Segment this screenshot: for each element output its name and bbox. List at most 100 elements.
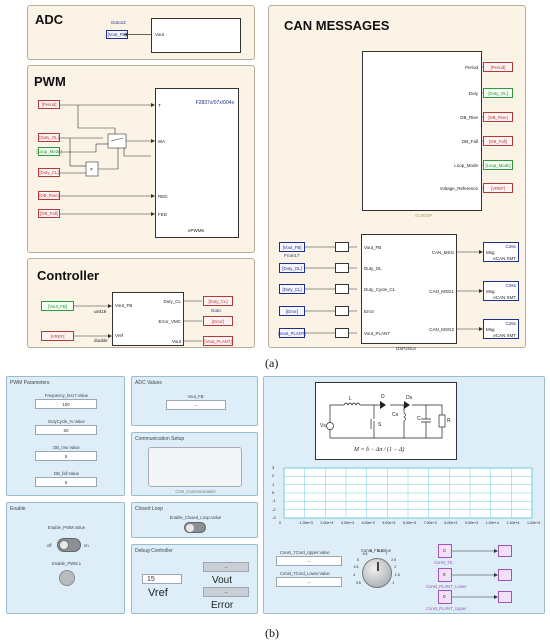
freq-field[interactable]: 100 (35, 399, 97, 409)
can-goto-period[interactable]: [Period] (483, 62, 513, 72)
pwm-from-duty-cl[interactable]: [Duty_CL] (38, 168, 60, 177)
plot-x-tick: 2.00e+3 (320, 521, 334, 525)
pwm-from-period[interactable]: [Period] (38, 100, 60, 109)
controller-out-error: Error_VMC (158, 319, 181, 324)
knob-dial[interactable] (362, 558, 392, 588)
goto-block-3[interactable] (498, 591, 512, 603)
dsp-gui-in-duty-cl: Duty_Cycle_CL (364, 287, 396, 292)
ecan-xmt-2-in: Msg (486, 289, 495, 294)
ecan-xmt-1[interactable]: C28x Msg eCAN XMT (483, 242, 519, 262)
ecan-xmt-1-in: Msg (486, 250, 495, 255)
controller-goto-error[interactable]: [Error] (203, 316, 233, 326)
can-goto-vref[interactable]: [VREF] (483, 183, 513, 193)
const-plant-lower-label: Const_PLANT_Lower (426, 584, 467, 589)
dtc-block-3[interactable] (335, 284, 349, 294)
closed-loop-toggle[interactable] (184, 522, 206, 533)
lower-field[interactable]: -- (276, 577, 342, 587)
const-plant-lower-block[interactable]: 0 (438, 568, 452, 582)
knob-tick: 3.5 (355, 580, 361, 585)
db-fall-label: DB_fall.Value (53, 471, 80, 476)
pwm-from-db-fall[interactable]: [DB_Fall] (38, 209, 60, 218)
can-from-duty-ol[interactable]: [Duty_OL] (279, 263, 305, 273)
duty-label: DutyCycle_%.Value (48, 419, 85, 424)
caption-b: (b) (265, 626, 279, 640)
ecan-xmt-1-title: C28x (505, 244, 516, 249)
controller-goto-duty-cl[interactable]: [Duty_CL] (203, 296, 233, 306)
gui-dsp-port-vref: Voltage_Reference (439, 186, 478, 191)
can-from-error[interactable]: [Error] (279, 306, 305, 316)
dtc-block-4[interactable] (335, 306, 349, 316)
enable-toggle[interactable] (57, 538, 81, 552)
pwm-from-loop-mode[interactable]: [Loop_Mode] (36, 147, 62, 156)
pwm-from-db-rise[interactable]: [DB_Rise] (38, 191, 60, 200)
debug-panel: Debug Controller 15 Vref -- Vout -- Erro… (131, 544, 258, 614)
goto-block-1[interactable] (498, 545, 512, 557)
adc-block[interactable]: Vout (151, 18, 241, 53)
circuit-label-cs: Cs (392, 412, 399, 418)
const-te-block[interactable]: C (438, 544, 452, 558)
epwm-block-name: F2837x/07x/004x (195, 100, 234, 106)
svg-text:×: × (90, 167, 93, 173)
db-rise-field[interactable]: 5 (35, 451, 97, 461)
db-rise-label: DB_rise.Value (53, 445, 80, 450)
epwm-block[interactable]: F2837x/07x/004x T WA RED FED ePWM6 (155, 88, 239, 238)
const-plant-upper-value: 0 (443, 594, 446, 599)
controller-from-vref[interactable]: [VREF] (41, 331, 74, 341)
can-goto-loop-mode[interactable]: [Loop_Mode] (483, 160, 513, 170)
const-plant-upper-block[interactable]: 0 (438, 590, 452, 604)
duty-field[interactable]: 50 (35, 425, 97, 435)
const-te-label: Const_TE (434, 560, 453, 565)
knob-indicator (377, 562, 379, 571)
can-goto-duty-ol[interactable]: [Duty_OL] (483, 88, 513, 98)
controller-goto-vout-plant[interactable]: [Vout_PLANT] (203, 336, 233, 346)
enable-toggle-knob (59, 540, 69, 550)
plot-x-tick: 6.00e+3 (403, 521, 417, 525)
dtc-block-5[interactable] (335, 328, 349, 338)
circuit-label-s: S (378, 422, 382, 428)
dsp-gui-in-vout-fb: Vout_FB (364, 245, 382, 250)
const-te-value: C (443, 548, 447, 553)
controller-block[interactable]: Vout_FB Vref Duty_CL Error_VMC Vout (112, 292, 184, 346)
ecan-xmt-2-title: C28x (505, 283, 516, 288)
gui-dsp-block[interactable]: Period Duty DB_Rise DB_Fall Loop_Mode Vo… (362, 51, 482, 211)
upper-field[interactable]: -- (276, 556, 342, 566)
db-fall-field[interactable]: 5 (35, 477, 97, 487)
freq-label: Frequency_kHz7.Value (44, 393, 89, 398)
knob-tick: 4.5 (353, 565, 359, 570)
can-from-vout-fb[interactable]: [Vout_FB] (279, 242, 305, 252)
dtc-block-2[interactable] (335, 263, 349, 273)
can-comm-button[interactable] (148, 447, 242, 487)
dsp-gui-out-can-msg1: CAN_MSG1 (429, 289, 454, 294)
vref-field[interactable]: 15 (142, 574, 182, 584)
controller-out-duty-cl: Duty_CL (163, 299, 181, 304)
plot-x-tick: 1.20e+4 (527, 521, 541, 525)
controller-from-vout-fb[interactable]: [Vout_FB] (41, 301, 74, 311)
goto-block-2[interactable] (498, 569, 512, 581)
can-from-vout-plant[interactable]: [Vout_PLANT] (278, 328, 306, 338)
comm-setup-panel: Communication Setup CAN_Communication (131, 432, 258, 496)
enable-off-label: off (47, 543, 52, 548)
ecan-xmt-3[interactable]: C28x Msg eCAN XMT (483, 319, 519, 339)
can-goto-db-fall[interactable]: [DB_Fall] (483, 136, 513, 146)
can-goto-db-rise[interactable]: [DB_Rise] (483, 112, 513, 122)
adc-goto-label: Goto12 (111, 20, 126, 25)
plot-x-tick: 1.00e+3 (299, 521, 313, 525)
ecan-xmt-1-name: eCAN XMT (493, 256, 516, 261)
circuit-svg (326, 401, 446, 439)
pwm-panel: PWM (27, 65, 255, 253)
epwm-port-red: RED (158, 194, 168, 199)
plot-y-tick: 2 (272, 473, 275, 479)
gui-dsp-port-duty: Duty (468, 91, 478, 96)
circuit-label-ds: Ds (406, 395, 413, 401)
gui-dsp-port-db-fall: DB_Fall (461, 139, 478, 144)
controller-wires (74, 300, 202, 342)
can-from-label: From17 (284, 253, 300, 258)
can-from-duty-cl[interactable]: [Duty_CL] (279, 284, 305, 294)
pwm-from-duty-ol[interactable]: [Duty_OL] (38, 133, 60, 142)
controller-goto-label: Goto (211, 308, 221, 313)
dsp-gui-block[interactable]: Vout_FB Duty_OL Duty_Cycle_CL Error Vout… (361, 234, 457, 344)
plot-y-tick: -2 (272, 506, 276, 512)
dtc-block-1[interactable] (335, 242, 349, 252)
ecan-xmt-2[interactable]: C28x Msg eCAN XMT (483, 281, 519, 301)
dsp-gui-in-duty-ol: Duty_OL (364, 266, 382, 271)
